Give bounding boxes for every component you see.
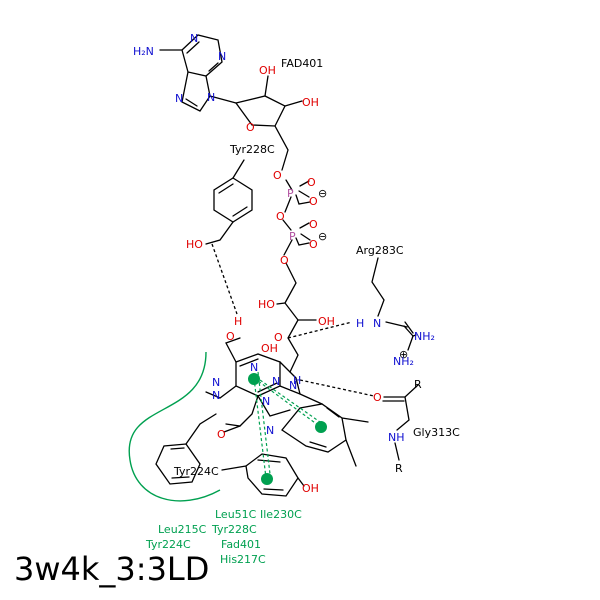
charge-minus-1: ⊖ [318, 187, 327, 200]
atom-amine: H₂N [133, 45, 154, 58]
atom-oh-r2: OH [318, 315, 335, 328]
hydrophobic-leu51: Leu51C [215, 508, 257, 521]
hydrophobic-contact [128, 351, 221, 502]
residue-tyr228: Tyr228C [229, 143, 275, 156]
centroid-isoalloxazine [248, 373, 260, 385]
atom-tyr228-ho: HO [186, 238, 203, 251]
hydrophobic-ile230: Ile230C [260, 508, 302, 521]
atom-n5: N [250, 361, 258, 374]
atom-o-c2: O [217, 428, 226, 441]
atom-tyr224-oh: OH [302, 482, 319, 495]
hydrophobic-leu215: Leu215C [158, 523, 207, 536]
atom-h-water: H [234, 315, 242, 328]
residue-tyr224: Tyr224C [173, 465, 219, 478]
atom-h-n: H [293, 374, 301, 387]
atom-nh-ring: N [212, 389, 220, 402]
atom-p1: P [287, 187, 294, 200]
atom-n3-ring: N [212, 376, 220, 389]
atom-n-h: N [289, 379, 297, 392]
covalent-bonds [155, 34, 419, 497]
atom-gly-o: O [373, 391, 382, 404]
charge-plus: ⊕ [399, 348, 408, 361]
atom-n10: N [272, 375, 280, 388]
atom-arg-nh2b: NH₂ [393, 355, 414, 368]
hydrophobic-his217: His217C [220, 553, 266, 566]
hydrophobic-tyr224: Tyr224C [145, 538, 191, 551]
atom-arg-nh2a: NH₂ [414, 330, 435, 343]
atom-gly-r2: R [395, 462, 403, 475]
atom-o-p2b: O [309, 238, 318, 251]
centroid-xylene [315, 421, 327, 433]
atom-o-r3: O [274, 331, 283, 344]
atom-o-p2a: O [309, 218, 318, 231]
hydrophobic-tyr228: Tyr228C [211, 523, 257, 536]
atom-arg-h: H [356, 317, 364, 330]
atom-gly-r1: R [414, 378, 422, 391]
atom-oh-2prime: OH [259, 64, 276, 77]
atom-n-imine: N [266, 424, 274, 437]
atom-o-ring: O [246, 121, 255, 134]
page-title: 3w4k_3:3LD [14, 550, 210, 588]
atom-oh-r1: HO [258, 298, 275, 311]
atom-p2: P [289, 230, 296, 243]
residue-arg283: Arg283C [356, 244, 404, 257]
hydrophobic-fad401: Fad401 [221, 538, 261, 551]
atom-o5prime: O [273, 169, 282, 182]
atom-o-p1b: O [309, 195, 318, 208]
atom-n3: N [218, 50, 226, 63]
residue-gly313: Gly313C [413, 426, 460, 439]
atom-arg-n: N [373, 317, 381, 330]
charge-minus-2: ⊖ [318, 230, 327, 243]
centroid-tyr224 [261, 473, 273, 485]
atom-o-ribitol: O [280, 254, 289, 267]
atom-o-bridge: O [276, 210, 285, 223]
atom-oh-r4: OH [261, 342, 278, 355]
hydrophobic-residues: Leu51C Ile230C Leu215C Tyr228C Tyr224C F… [145, 508, 302, 566]
atom-o-p1a: O [307, 176, 316, 189]
atom-gly-nh: NH [388, 431, 405, 444]
ring-centroids [248, 373, 327, 485]
atom-o-c4: O [226, 330, 235, 343]
hydrogen-bonds [211, 243, 375, 397]
atom-n9: N [207, 91, 215, 104]
pi-stacking [253, 371, 323, 479]
atom-n1: N [190, 32, 198, 45]
ligand-label: FAD401 [281, 57, 323, 70]
atom-n7: N [175, 92, 183, 105]
atom-oh-3prime: OH [302, 96, 319, 109]
atom-labels: H₂N N N N N OH FAD401 OH O O P O O ⊖ O P… [133, 32, 460, 495]
atom-n1-ring: N [262, 395, 270, 408]
